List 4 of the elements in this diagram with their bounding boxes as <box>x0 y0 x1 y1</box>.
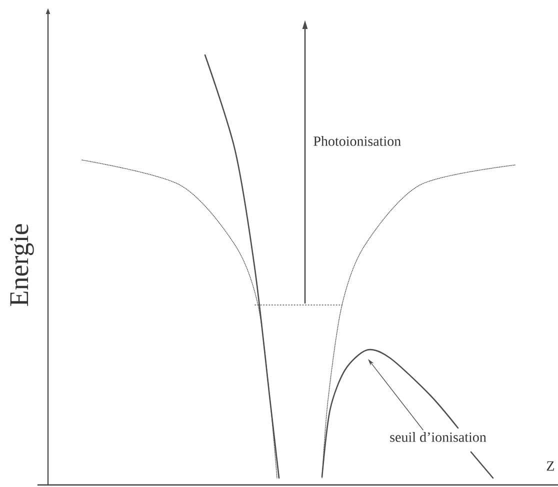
curve-label: Photoionisation <box>314 136 401 146</box>
axis-label: Energie <box>10 224 34 306</box>
barrier-curve <box>321 348 494 479</box>
axis-label: Z <box>546 461 554 471</box>
